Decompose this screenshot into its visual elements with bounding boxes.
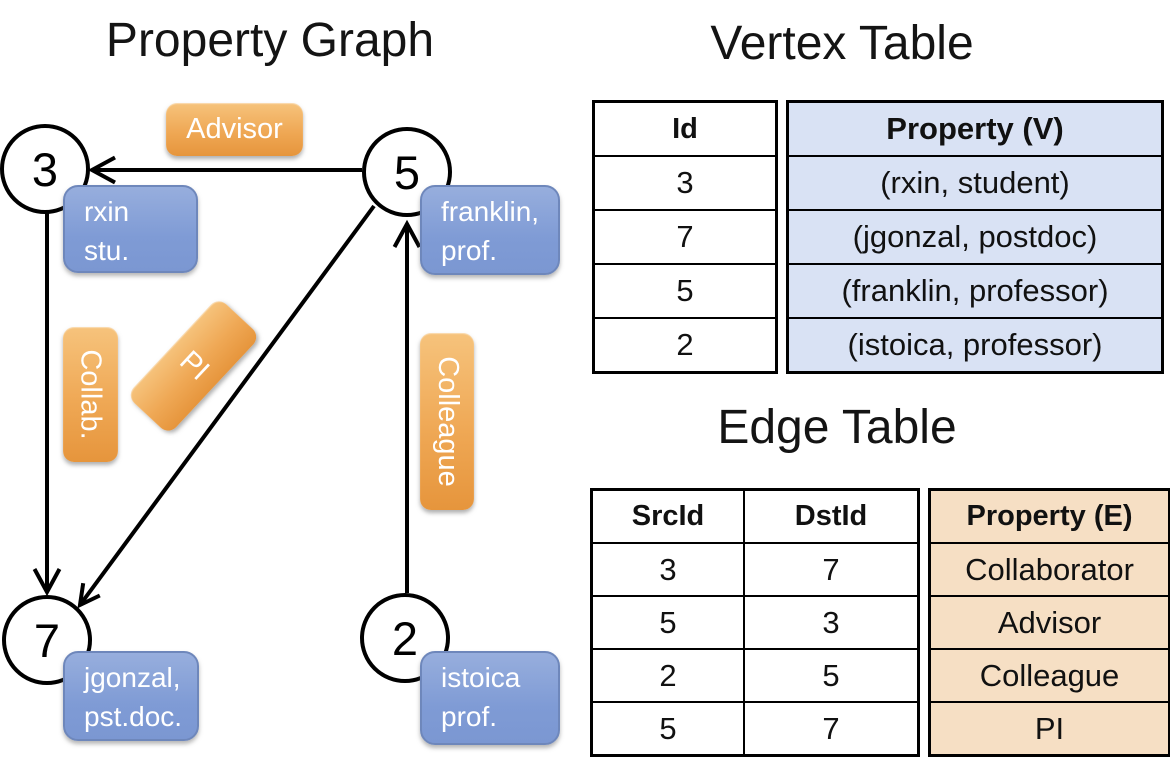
- table-cell: 5: [659, 710, 677, 746]
- edge-table-title: Edge Table: [717, 401, 957, 454]
- table-cell: (franklin, professor): [789, 263, 1161, 317]
- vertex-prop-jgonzal: jgonzal, pst.doc.: [63, 651, 199, 741]
- vertex-prop-istoica: istoica prof.: [420, 651, 560, 745]
- vertex-table-title: Vertex Table: [710, 17, 974, 70]
- table-row: 5 7: [593, 701, 917, 754]
- arrowhead: [87, 155, 116, 185]
- prop-line: rxin: [84, 196, 130, 227]
- table-row: 2 5: [593, 648, 917, 701]
- edge-label-pi-text: PI: [172, 344, 215, 387]
- prop-line: jgonzal,: [84, 662, 181, 693]
- edge-property-header: Property (E): [931, 491, 1168, 542]
- table-cell: Collaborator: [931, 542, 1168, 595]
- arrowhead: [392, 219, 422, 248]
- arrowhead: [77, 582, 101, 609]
- prop-line: pst.doc.: [84, 701, 183, 733]
- property-graph-title: Property Graph: [105, 14, 435, 67]
- edge-table: SrcId DstId 3 7 5 3 2 5 5 7 Property (E)…: [590, 488, 1170, 757]
- table-row: 3 7: [593, 542, 917, 595]
- vertex-prop-franklin: franklin, prof.: [420, 185, 560, 275]
- table-cell: PI: [931, 701, 1168, 754]
- edge-label-advisor: Advisor: [166, 103, 303, 156]
- table-cell: (jgonzal, postdoc): [789, 209, 1161, 263]
- table-cell: 3: [743, 597, 917, 648]
- vertex-table-property-column: Property (V) (rxin, student) (jgonzal, p…: [786, 100, 1164, 374]
- table-row: SrcId DstId: [593, 491, 917, 542]
- edge-pi: [77, 204, 376, 609]
- table-cell: 7: [743, 703, 917, 754]
- edge-colleague: [392, 219, 422, 593]
- vertex-table-id-column: Id 3 7 5 2: [592, 100, 778, 374]
- table-row: 5 3: [593, 595, 917, 648]
- prop-line: istoica: [441, 662, 521, 693]
- edge-label-colleague-text: Colleague: [431, 356, 464, 487]
- table-cell: 2: [659, 657, 677, 693]
- table-cell: 5: [595, 263, 775, 317]
- table-cell: Colleague: [931, 648, 1168, 701]
- prop-line: prof.: [441, 701, 498, 733]
- edge-label-colleague: Colleague: [420, 333, 474, 510]
- edge-table-property-column: Property (E) Collaborator Advisor Collea…: [928, 488, 1170, 757]
- table-cell: 2: [595, 317, 775, 371]
- vertex-property-header: Property (V): [789, 103, 1161, 155]
- edge-label-collab-text: Collab.: [75, 349, 107, 440]
- graph-node-2: 2: [360, 593, 450, 683]
- edge-advisor: [87, 155, 362, 185]
- vertex-prop-rxin: rxin stu.: [63, 185, 198, 273]
- table-cell: 5: [743, 650, 917, 701]
- edge-srcid-header: SrcId: [631, 500, 705, 532]
- table-cell: Advisor: [931, 595, 1168, 648]
- prop-line: stu.: [84, 235, 130, 267]
- table-cell: 3: [595, 155, 775, 209]
- edge-dstid-header: DstId: [743, 491, 917, 542]
- arrowhead: [32, 568, 62, 597]
- edge-table-id-columns: SrcId DstId 3 7 5 3 2 5 5 7: [590, 488, 920, 757]
- table-cell: 7: [595, 209, 775, 263]
- edge-label-collab: Collab.: [63, 327, 118, 462]
- table-cell: 7: [743, 544, 917, 595]
- table-cell: 5: [659, 604, 677, 640]
- edge-collaborator: [32, 213, 62, 597]
- table-cell: (rxin, student): [789, 155, 1161, 209]
- vertex-id-header: Id: [672, 112, 698, 145]
- prop-line: prof.: [441, 235, 498, 267]
- vertex-table: Id 3 7 5 2 Property (V) (rxin, student) …: [592, 100, 1164, 374]
- table-cell: 3: [659, 551, 677, 587]
- table-cell: (istoica, professor): [789, 317, 1161, 371]
- prop-line: franklin,: [441, 196, 540, 227]
- edge-label-advisor-text: Advisor: [186, 113, 283, 145]
